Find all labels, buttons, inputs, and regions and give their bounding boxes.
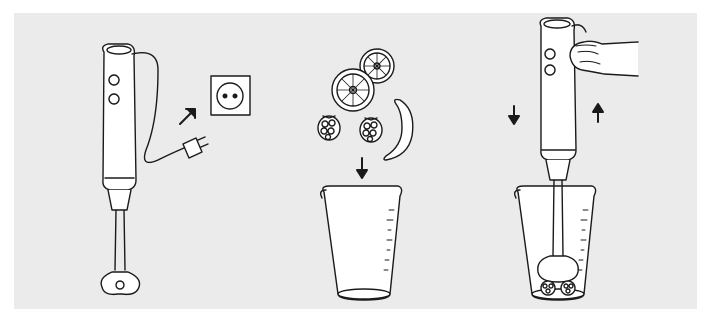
measuring-beaker [321, 186, 402, 300]
measuring-beaker [515, 186, 596, 300]
banana-icon [384, 100, 413, 161]
power-cord [132, 53, 184, 163]
hand-blender [101, 44, 139, 294]
arrow-down-icon [509, 106, 519, 124]
hand-icon [570, 41, 638, 76]
power-plug [183, 137, 208, 158]
step-3-panel [509, 18, 638, 300]
raspberry-icon [318, 116, 340, 140]
raspberry-icon [360, 118, 382, 142]
pineapple-slice-icon [332, 69, 374, 111]
wall-socket [211, 76, 250, 115]
arrow-up-right-icon [180, 109, 195, 124]
arrow-up-icon [593, 104, 603, 122]
step-1-panel [101, 44, 250, 294]
arrow-down-icon [357, 158, 367, 178]
step-2-panel [318, 49, 413, 300]
